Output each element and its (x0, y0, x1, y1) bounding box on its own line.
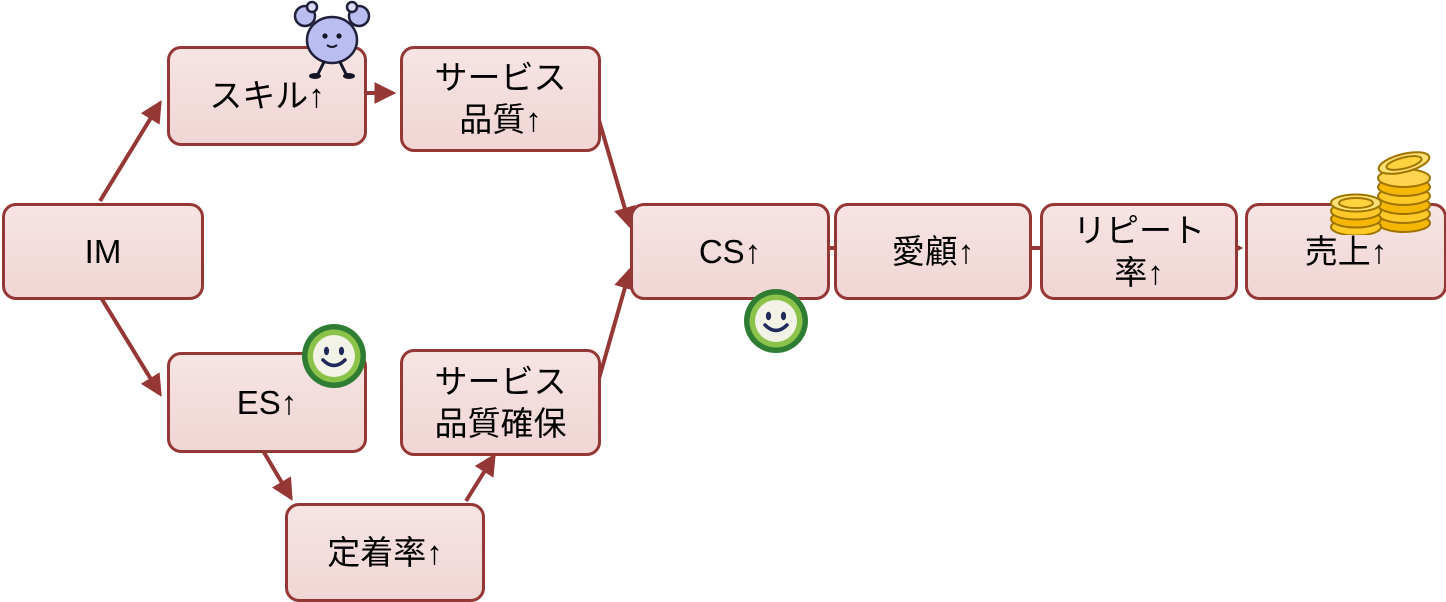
edge-assurance-cs (594, 266, 636, 390)
node-retention-rate-up-label: 定着率↑ (327, 533, 443, 571)
edge-service-quality-cs (594, 109, 636, 230)
edge-es-retention (260, 447, 293, 501)
node-cs-up-label: CS↑ (698, 232, 762, 270)
edge-im-es (98, 294, 162, 397)
muscle-figure-icon (293, 0, 371, 79)
node-repeat-rate-up-label-line2: 率↑ (1114, 253, 1164, 291)
node-skill-up-label: スキル↑ (209, 77, 325, 115)
node-service-quality-up: サービス 品質↑ (400, 46, 601, 152)
node-loyalty-up-label: 愛顧↑ (891, 232, 975, 270)
node-es-up-label: ES↑ (236, 383, 298, 421)
node-im: IM (2, 203, 204, 300)
node-service-quality-assurance-label-line1: サービス (434, 362, 567, 400)
node-repeat-rate-up: リピート 率↑ (1040, 203, 1238, 300)
node-im-label: IM (84, 232, 122, 270)
node-service-quality-assurance-label-line2: 品質確保 (434, 404, 567, 442)
smiley-icon (744, 289, 808, 353)
gold-coins-icon (1330, 151, 1431, 235)
smiley-icon (302, 324, 366, 388)
edge-retention-assurance (464, 453, 496, 503)
node-loyalty-up: 愛顧↑ (834, 203, 1032, 300)
node-service-quality-up-label-line1: サービス (434, 59, 567, 97)
node-service-quality-assurance: サービス 品質確保 (400, 349, 601, 456)
node-repeat-rate-up-label-line1: リピート (1073, 211, 1205, 249)
node-service-quality-up-label-line2: 品質↑ (459, 101, 542, 138)
edge-im-skill (98, 100, 162, 203)
node-retention-rate-up: 定着率↑ (285, 503, 485, 602)
node-sales-up-label: 売上↑ (1304, 232, 1388, 270)
node-cs-up: CS↑ (630, 203, 830, 300)
